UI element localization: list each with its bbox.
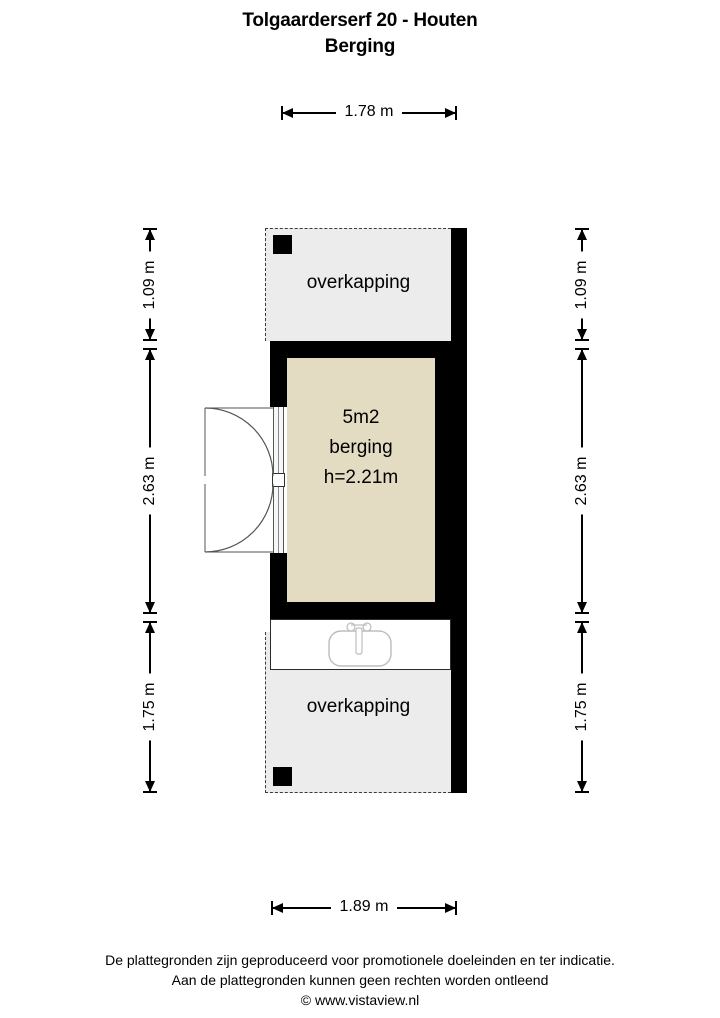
dimension-bottom-label: 1.89 m [271, 897, 457, 917]
dimension-right-3-label: 1.75 m [573, 673, 591, 741]
dimension-right-3: 1.75 m [572, 621, 592, 793]
berging-area: 5m2 [342, 407, 380, 428]
dimension-right-1: 1.09 m [572, 228, 592, 341]
dimension-cap-bottom [143, 339, 157, 341]
dimension-cap-bottom [143, 791, 157, 793]
door-center-stop [272, 473, 285, 487]
dimension-cap-bottom [575, 612, 589, 614]
dimension-left-1-label: 1.09 m [141, 251, 159, 318]
berging-label-group: 5m2 berging h=2.21m [287, 403, 435, 493]
dimension-arrow-top [144, 622, 155, 633]
dimension-arrow-bottom [144, 602, 155, 613]
exterior-wall-right [451, 228, 467, 793]
canopy-bottom-label: overkapping [306, 696, 411, 717]
dimension-right-1-label: 1.09 m [573, 251, 591, 318]
fixture-area [270, 619, 451, 670]
dimension-arrow-top [144, 349, 155, 360]
washbasin-icon [328, 622, 392, 667]
dimension-arrow-bottom [576, 602, 587, 613]
canopy-top-label: overkapping [306, 272, 411, 293]
pillar-bottom-left [273, 767, 292, 786]
pillar-top-left [273, 235, 292, 254]
dimension-right-2: 2.63 m [572, 348, 592, 614]
dimension-left-2: 2.63 m [140, 348, 160, 614]
footer-line-2: Aan de plattegronden kunnen geen rechten… [171, 972, 549, 988]
dimension-cap-right [455, 901, 457, 915]
dimension-bottom-width: 1.89 m [271, 898, 457, 918]
berging-ceiling-height: h=2.21m [323, 467, 399, 488]
dimension-arrow-left [282, 107, 293, 118]
dimension-right-2-label: 2.63 m [573, 447, 591, 515]
dimension-left-3-label: 1.75 m [141, 673, 159, 741]
dimension-cap-right [455, 106, 457, 120]
dimension-arrow-top [576, 229, 587, 240]
title-subject: Berging [324, 36, 396, 57]
door-swing-arcs-icon [204, 407, 274, 553]
floorplan-drawing: overkapping overkapping 5m2 berging h=2.… [204, 228, 473, 793]
berging-floor [287, 358, 435, 602]
dimension-arrow-bottom [144, 781, 155, 792]
dimension-arrow-top [576, 349, 587, 360]
footer-line-3: © www.vistaview.nl [300, 992, 420, 1008]
dimension-arrow-right [445, 107, 456, 118]
footer-line-1: De plattegronden zijn geproduceerd voor … [105, 952, 615, 968]
dimension-left-2-label: 2.63 m [141, 447, 159, 515]
dimension-arrow-left [272, 902, 283, 913]
dimension-top-label: 1.78 m [281, 102, 457, 122]
dimension-cap-bottom [575, 339, 589, 341]
dimension-left-3: 1.75 m [140, 621, 160, 793]
dimension-arrow-bottom [144, 329, 155, 340]
page-title: Tolgaarderserf 20 - Houten Berging [0, 8, 720, 60]
berging-name: berging [329, 437, 393, 458]
canopy-top-zone: overkapping [265, 228, 451, 341]
dimension-arrow-bottom [576, 781, 587, 792]
title-address: Tolgaarderserf 20 - Houten [242, 10, 478, 31]
dimension-cap-bottom [143, 612, 157, 614]
dimension-arrow-top [576, 622, 587, 633]
dimension-left-1: 1.09 m [140, 228, 160, 341]
dimension-arrow-top [144, 229, 155, 240]
dimension-arrow-bottom [576, 329, 587, 340]
dimension-arrow-right [445, 902, 456, 913]
dimension-cap-bottom [575, 791, 589, 793]
dimension-top-width: 1.78 m [281, 103, 457, 123]
footer-disclaimer: De plattegronden zijn geproduceerd voor … [0, 950, 720, 1010]
